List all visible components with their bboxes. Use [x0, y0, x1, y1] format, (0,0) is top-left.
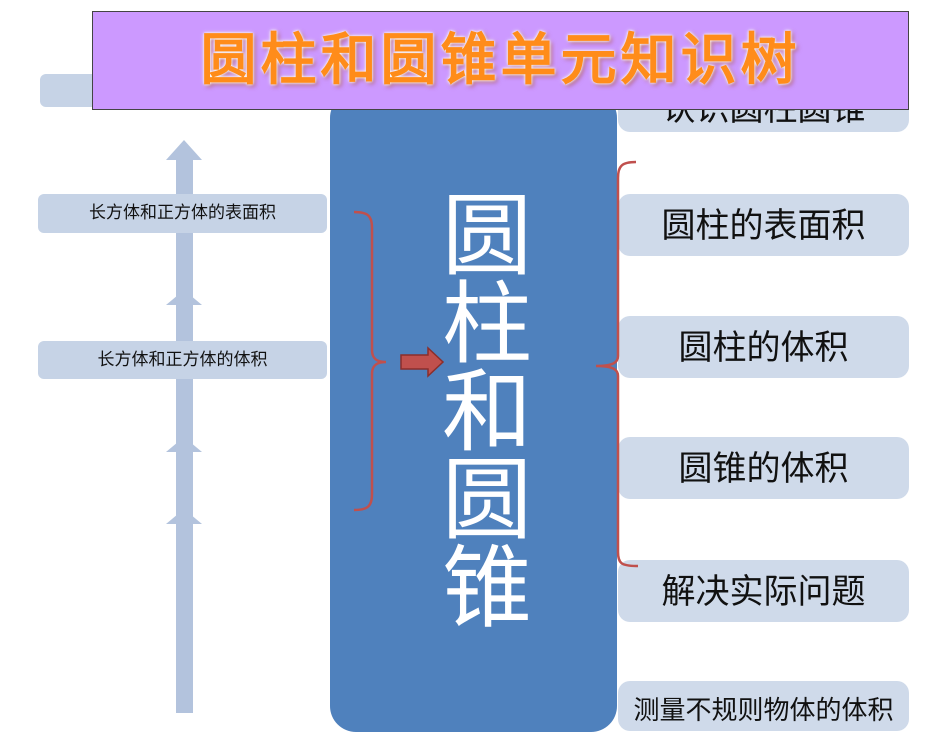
right-item-5: 解决实际问题	[618, 560, 909, 622]
left-item-3: 长方体和正方体的体积	[38, 341, 327, 379]
red-arrow	[400, 346, 445, 378]
timeline-arrow	[166, 140, 202, 713]
left-item-2: 长方体和正方体的表面积	[38, 194, 327, 233]
left-bracket	[353, 210, 387, 512]
page-title: 圆柱和圆锥单元知识树	[200, 27, 801, 93]
center-panel	[330, 92, 617, 732]
right-item-4: 圆锥的体积	[618, 437, 909, 499]
center-label: 圆柱和圆锥	[426, 188, 531, 628]
right-item-3: 圆柱的体积	[618, 316, 909, 378]
right-bracket	[595, 160, 639, 568]
right-item-2: 圆柱的表面积	[618, 194, 909, 256]
connectors	[353, 160, 639, 568]
title-bar: 圆柱和圆锥单元知识树	[92, 11, 909, 110]
